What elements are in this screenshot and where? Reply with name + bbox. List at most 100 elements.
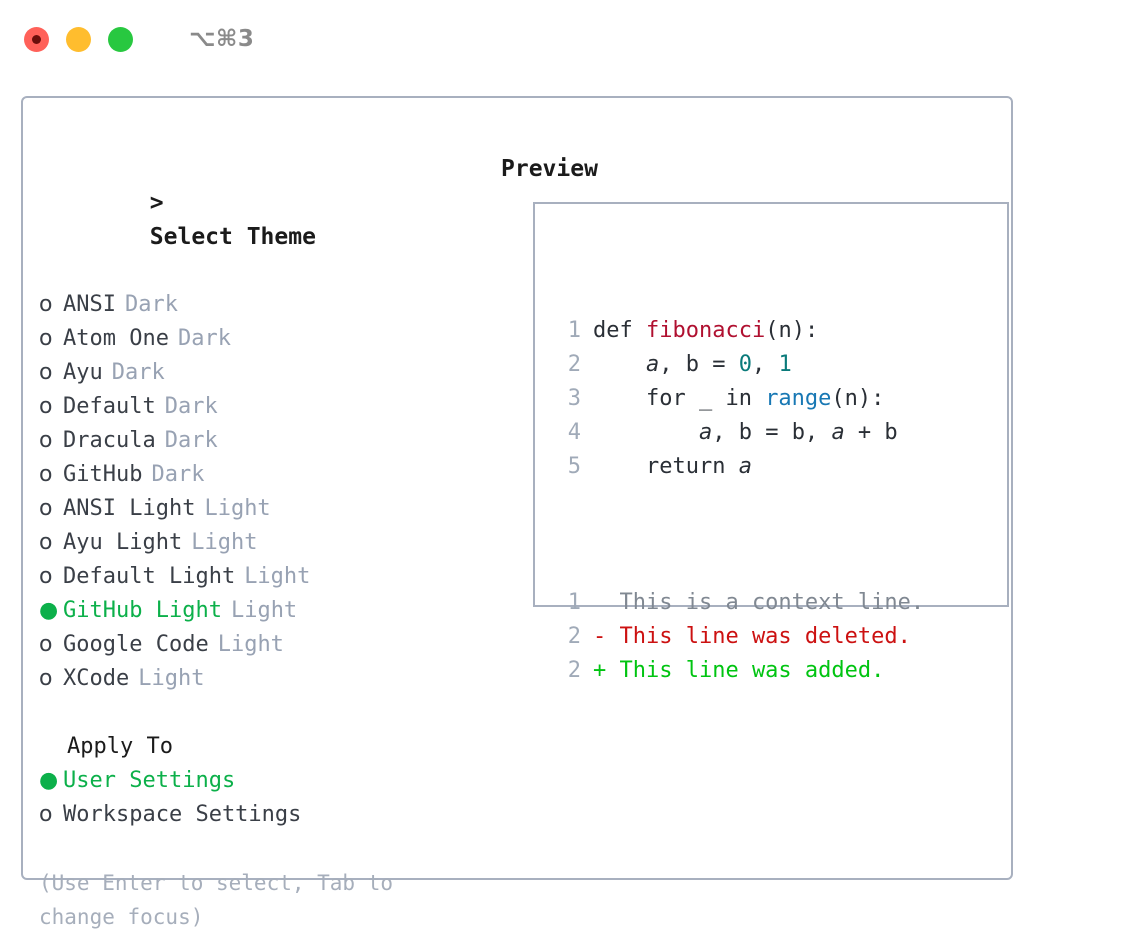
code-line: 5 return a — [551, 450, 924, 484]
code-token-plain: (n): — [831, 386, 885, 411]
theme-variant-badge: Dark — [124, 292, 178, 317]
radio-unselected-icon: o — [39, 394, 53, 419]
radio-unselected-icon: o — [39, 632, 53, 657]
code-line-number: 3 — [567, 386, 581, 411]
radio-unselected-icon: o — [39, 564, 53, 589]
radio-unselected-icon: o — [39, 462, 53, 487]
title-bar: ⌥⌘3 — [0, 0, 1140, 78]
code-line-content: for _ in range(n): — [593, 382, 884, 416]
theme-variant-badge: Light — [230, 598, 298, 623]
select-theme-title: Select Theme — [149, 224, 316, 250]
code-token-var: a — [831, 420, 845, 445]
radio-unselected-icon: o — [39, 292, 53, 317]
code-line: 4 a, b = b, a + b — [551, 416, 924, 450]
code-line-content: a, b = b, a + b — [593, 416, 898, 450]
code-token-var: a — [645, 352, 660, 377]
theme-variant-badge: Light — [217, 632, 284, 657]
close-button[interactable] — [24, 26, 49, 52]
code-token-plain: return — [593, 454, 739, 479]
theme-option-xcode[interactable]: o XCode Light — [39, 662, 479, 696]
theme-variant-badge: Dark — [177, 326, 231, 351]
diff-line-deleted: 2 - This line was deleted. — [551, 620, 924, 654]
radio-unselected-icon: o — [39, 360, 53, 385]
theme-variant-badge: Light — [244, 564, 311, 589]
diff-line-added: 2+ This line was added. — [551, 654, 924, 688]
radio-unselected-icon: o — [39, 666, 53, 691]
diff-line-number: 2 — [567, 624, 581, 649]
code-token-plain: , — [659, 352, 686, 377]
prompt-caret-icon: > — [149, 190, 164, 216]
diff-line-content: - This line was deleted. — [593, 624, 911, 649]
theme-option-ansi[interactable]: o ANSI Dark — [39, 288, 479, 322]
code-line-number: 1 — [567, 318, 581, 343]
code-token-plain: , b = b, — [712, 420, 832, 445]
theme-option-label: GitHub Light — [63, 598, 222, 623]
code-token-fn: fibonacci — [645, 318, 766, 343]
theme-option-label: Dracula — [63, 428, 156, 453]
theme-option-label: ANSI — [63, 292, 116, 317]
theme-option-label: Atom One — [63, 326, 169, 351]
theme-variant-badge: Light — [191, 530, 258, 555]
theme-variant-badge: Light — [138, 666, 205, 691]
minimize-button[interactable] — [66, 26, 91, 52]
code-token-plain: = — [698, 352, 739, 377]
diff-line-content: + This line was added. — [593, 658, 885, 683]
code-token-plain — [593, 420, 699, 445]
code-token-plain: , — [751, 352, 779, 377]
theme-option-label: XCode — [63, 666, 130, 691]
theme-variant-badge: Dark — [151, 462, 205, 487]
theme-variant-badge: Dark — [164, 428, 218, 453]
code-token-plain: (n): — [765, 318, 819, 343]
window-controls — [24, 26, 133, 52]
code-line-number: 5 — [567, 454, 581, 479]
code-line-number: 2 — [567, 352, 581, 377]
diff-line-number: 1 — [567, 590, 581, 615]
theme-option-label: Default Light — [63, 564, 236, 589]
maximize-button[interactable] — [108, 26, 133, 52]
code-token-plain: b — [685, 352, 699, 377]
theme-option-github-light[interactable]: ●GitHub Light Light — [39, 594, 479, 628]
apply-to-option-user-settings[interactable]: ●User Settings — [39, 764, 479, 798]
theme-option-label: Google Code — [63, 632, 209, 657]
list-spacer — [39, 696, 479, 730]
radio-selected-icon: ● — [39, 598, 59, 623]
theme-variant-badge: Dark — [164, 394, 218, 419]
theme-option-label: GitHub — [63, 462, 143, 487]
select-theme-heading: > Select Theme — [39, 152, 479, 288]
theme-option-label: Default — [63, 394, 156, 419]
code-line-number: 4 — [567, 420, 581, 445]
code-token-num: 1 — [778, 352, 792, 377]
radio-unselected-icon: o — [39, 428, 53, 453]
theme-option-default-light[interactable]: o Default Light Light — [39, 560, 479, 594]
code-token-plain: + b — [844, 420, 898, 445]
hint-spacer — [39, 832, 479, 866]
diff-line-content: This is a context line. — [593, 590, 925, 615]
keyboard-hint-text: (Use Enter to select, Tab to change focu… — [39, 871, 406, 929]
diff-block: 1 This is a context line. 2 - This line wa… — [551, 586, 924, 688]
code-line-content: return a — [593, 450, 752, 484]
theme-option-label: Ayu — [63, 360, 103, 385]
code-token-var: a — [738, 454, 752, 479]
theme-option-atom-one[interactable]: o Atom One Dark — [39, 322, 479, 356]
theme-option-default[interactable]: o Default Dark — [39, 390, 479, 424]
radio-unselected-icon: o — [39, 326, 53, 351]
diff-line-context: 1 This is a context line. — [551, 586, 924, 620]
code-line-content: a, b = 0, 1 — [593, 348, 792, 382]
radio-selected-icon: ● — [39, 768, 59, 793]
theme-option-label: Ayu Light — [63, 530, 183, 555]
theme-option-github[interactable]: o GitHub Dark — [39, 458, 479, 492]
theme-option-dracula[interactable]: o Dracula Dark — [39, 424, 479, 458]
theme-option-google-code[interactable]: o Google Code Light — [39, 628, 479, 662]
preview-heading: Preview — [501, 156, 598, 182]
